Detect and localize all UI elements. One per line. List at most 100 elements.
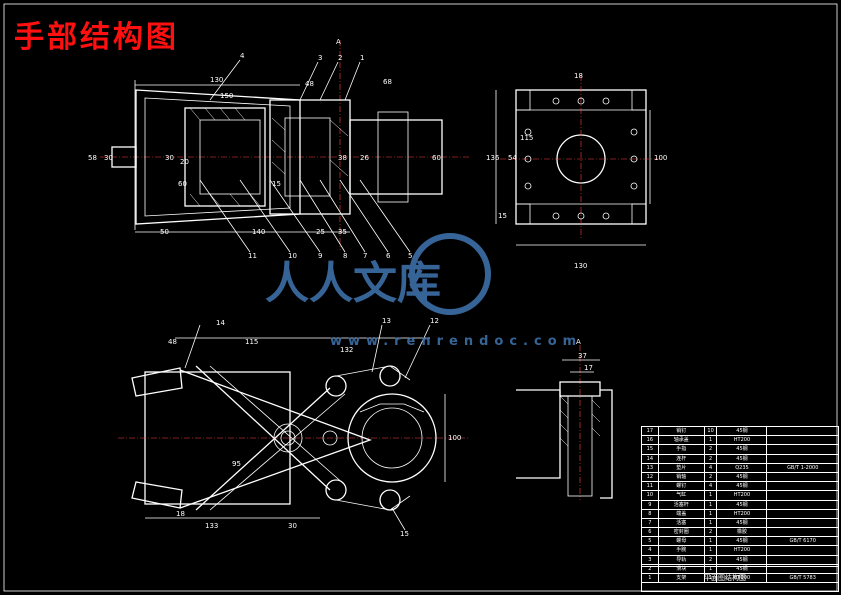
bom-cell: 1	[705, 500, 718, 509]
dim-side-3: 115	[520, 134, 533, 142]
bom-cell	[767, 519, 838, 527]
bom-cell: 45钢	[717, 564, 768, 573]
dim-detail-1: 17	[584, 364, 593, 372]
callout-top-0: 4	[240, 52, 245, 60]
dim-detail-0: 37	[578, 352, 587, 360]
dim-bottom-0: 48	[168, 338, 177, 346]
bom-cell: 45钢	[717, 472, 768, 482]
callout-top-2: 2	[338, 54, 342, 62]
bom-cell: 13	[642, 463, 659, 472]
bom-cell: Q235	[717, 463, 768, 472]
bom-cell: 7	[642, 518, 659, 528]
watermark-text: 人人文库	[265, 258, 441, 309]
bom-cell: 气缸	[659, 491, 705, 500]
bom-cell: HT200	[717, 436, 768, 445]
bom-cell: 1	[642, 574, 659, 583]
dim-top-0: 130	[210, 76, 223, 84]
callout-bottom-1: 13	[382, 317, 391, 325]
bottom-view: 48 115 133 30 18 100 95 132 14 13 12 15	[118, 317, 470, 538]
dim-top-10: 30	[104, 154, 113, 162]
callout-top-7: 8	[343, 252, 347, 260]
dim-top-15: 25	[316, 228, 325, 236]
dim-top-14: 140	[252, 228, 265, 236]
drawing-title: 手部结构图	[14, 20, 179, 55]
bom-cell: 销钉	[659, 427, 705, 436]
bom-cell: 8	[642, 509, 659, 518]
dim-top-2: 68	[383, 78, 392, 86]
dim-bottom-1: 115	[245, 338, 258, 346]
bom-cell: 轴承盖	[659, 436, 705, 445]
dim-bottom-2: 133	[205, 522, 218, 530]
dim-top-13: 50	[160, 228, 169, 236]
bom-cell: 10	[705, 427, 718, 436]
dim-top-12: 15	[272, 180, 281, 188]
bom-cell	[767, 482, 838, 490]
callout-top-3: 1	[360, 54, 364, 62]
detail-view-a: A 37 17	[516, 338, 613, 500]
bom-cell: 垫片	[659, 463, 705, 472]
dim-bottom-4: 18	[176, 510, 185, 518]
callout-bottom-3: 15	[400, 530, 409, 538]
bom-cell: 端盖	[659, 509, 705, 518]
bom-cell: 1	[705, 546, 718, 555]
dim-top-16: 35	[338, 228, 347, 236]
bom-cell: HT200	[717, 509, 768, 518]
bom-cell	[767, 510, 838, 518]
dim-bottom-5: 100	[448, 434, 461, 442]
dim-side-1: 54	[508, 154, 517, 162]
bom-cell	[767, 546, 838, 554]
side-view: 18 54 136 115 15 100 130	[486, 72, 667, 270]
detail-label: A	[576, 338, 581, 346]
bom-cell: 1	[705, 537, 718, 546]
bom-cell: 17	[642, 427, 659, 436]
bom-cell	[767, 528, 838, 536]
dim-bottom-3: 30	[288, 522, 297, 530]
bom-cell	[767, 473, 838, 481]
bom-cell: 10	[642, 491, 659, 500]
bom-cell: 4	[705, 482, 718, 491]
bom-cell: 销轴	[659, 472, 705, 482]
top-view: 130 150 68 48 60 30 20 26 38 58 30 60 15…	[88, 38, 470, 260]
bom-cell: 连杆	[659, 454, 705, 463]
dim-top-5: 30	[165, 154, 174, 162]
callout-top-4: 11	[248, 252, 257, 260]
bom-cell: 45钢	[717, 537, 768, 546]
bom-cell: 15	[642, 445, 659, 454]
bom-cell: 2	[705, 555, 718, 564]
callout-top-10: 5	[408, 252, 412, 260]
callout-top-9: 6	[386, 252, 391, 260]
drawing-border	[3, 3, 838, 592]
bom-cell: 导轨	[659, 555, 705, 564]
bom-cell: 6	[642, 528, 659, 537]
bom-cell: 45钢	[717, 454, 768, 463]
bom-cell: 5	[642, 537, 659, 546]
bom-cell	[767, 556, 838, 564]
dim-top-8: 38	[338, 154, 347, 162]
bom-cell: 4	[705, 463, 718, 472]
bom-cell: 2	[642, 564, 659, 573]
bom-cell: 16	[642, 436, 659, 445]
bom-cell: 2	[705, 445, 718, 454]
callout-bottom-2: 12	[430, 317, 439, 325]
bom-cell: 45钢	[717, 555, 768, 564]
dim-top-4: 60	[432, 154, 441, 162]
callout-bottom-0: 14	[216, 319, 225, 327]
watermark: 人人文库 www.renrendoc.com	[265, 233, 582, 349]
dim-side-6: 130	[574, 262, 587, 270]
bom-cell: 1	[705, 564, 718, 573]
bom-cell: 2	[705, 528, 718, 537]
watermark-url: www.renrendoc.com	[330, 334, 582, 349]
bom-cell	[767, 455, 838, 463]
